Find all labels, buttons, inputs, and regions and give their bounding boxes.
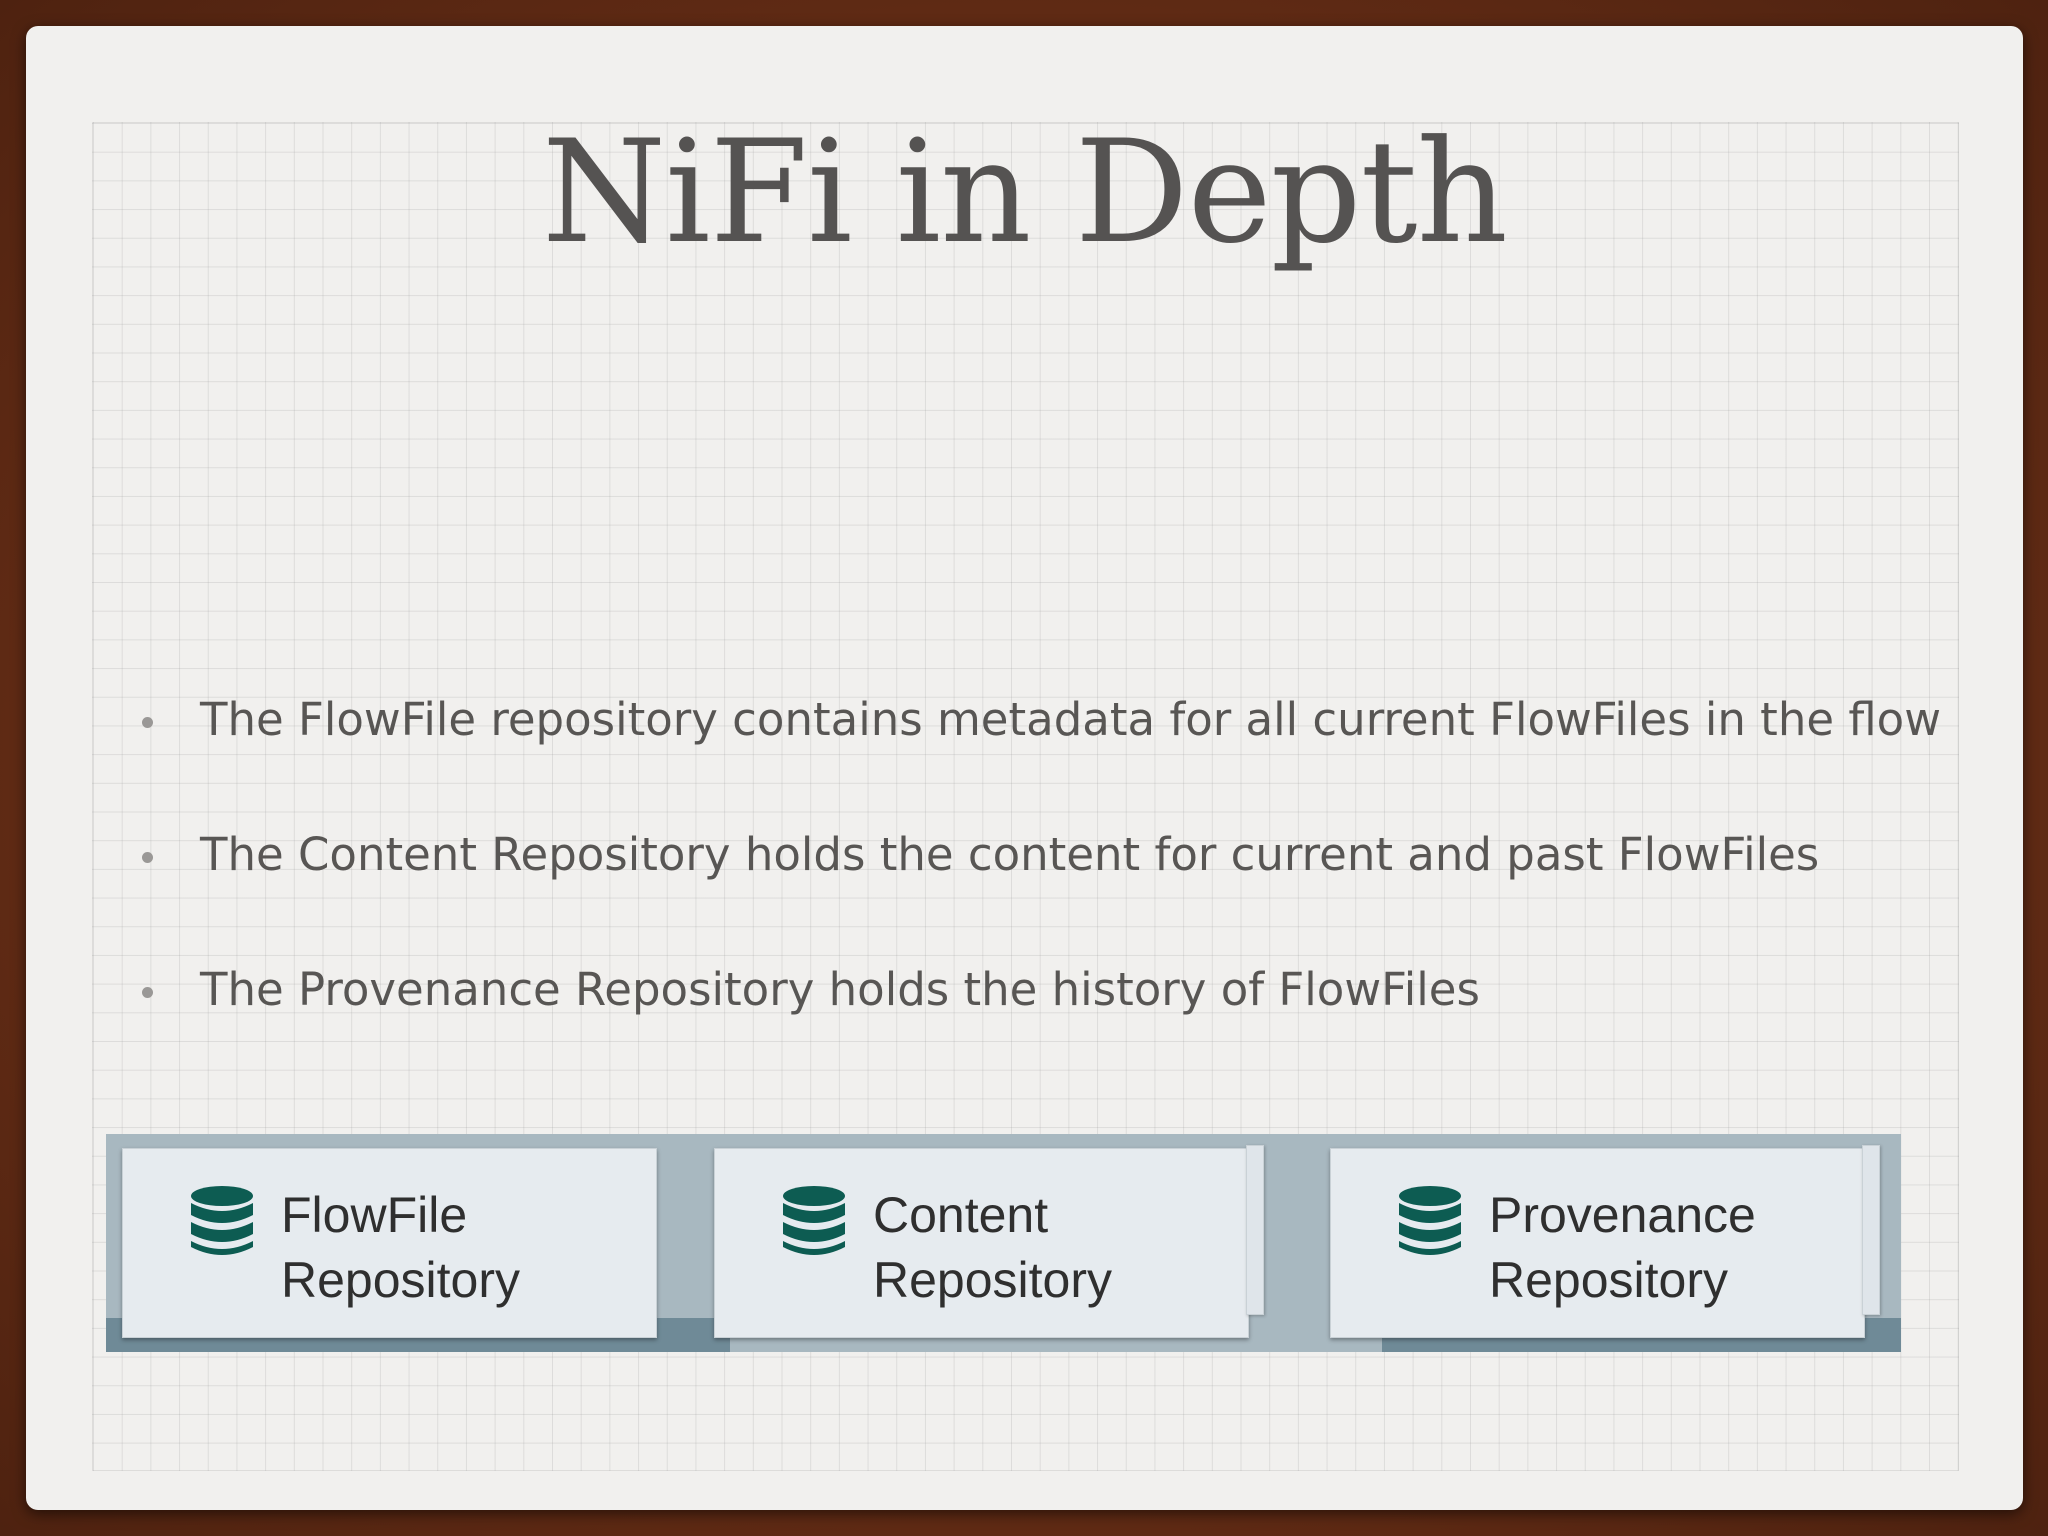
- bullet-text: The Content Repository holds the content…: [200, 828, 1820, 881]
- repository-label-line2: Repository: [873, 1252, 1112, 1308]
- repository-label: FlowFile Repository: [281, 1183, 520, 1313]
- repository-label: Content Repository: [873, 1183, 1112, 1313]
- bullet-dot-icon: [142, 717, 153, 728]
- repository-label-line1: Content: [873, 1187, 1049, 1243]
- repository-label-line2: Repository: [1489, 1252, 1728, 1308]
- repository-strip: FlowFile Repository Content Repository: [106, 1134, 1901, 1352]
- slide-title: NiFi in Depth: [541, 110, 1508, 275]
- flowfile-repository-card: FlowFile Repository: [122, 1148, 657, 1338]
- database-icon: [189, 1185, 255, 1261]
- bullet-text: The FlowFile repository contains metadat…: [200, 693, 1942, 746]
- repository-label-line1: FlowFile: [281, 1187, 468, 1243]
- slide: NiFi in Depth The FlowFile repository co…: [26, 26, 2023, 1510]
- provenance-repository-card: Provenance Repository: [1330, 1145, 1880, 1338]
- bullet-item: The FlowFile repository contains metadat…: [116, 686, 1976, 753]
- bullet-dot-icon: [142, 852, 153, 863]
- repository-label-line1: Provenance: [1489, 1187, 1756, 1243]
- bullet-list: The FlowFile repository contains metadat…: [116, 686, 1976, 1091]
- stacked-card-edge: [1862, 1145, 1880, 1315]
- database-icon: [1397, 1185, 1463, 1261]
- content-repository-card: Content Repository: [714, 1145, 1264, 1338]
- bullet-item: The Content Repository holds the content…: [116, 821, 1976, 888]
- bullet-text: The Provenance Repository holds the hist…: [200, 963, 1480, 1016]
- repository-label-line2: Repository: [281, 1252, 520, 1308]
- repository-label: Provenance Repository: [1489, 1183, 1756, 1313]
- bullet-item: The Provenance Repository holds the hist…: [116, 956, 1976, 1023]
- bullet-dot-icon: [142, 987, 153, 998]
- database-icon: [781, 1185, 847, 1261]
- stacked-card-edge: [1246, 1145, 1264, 1315]
